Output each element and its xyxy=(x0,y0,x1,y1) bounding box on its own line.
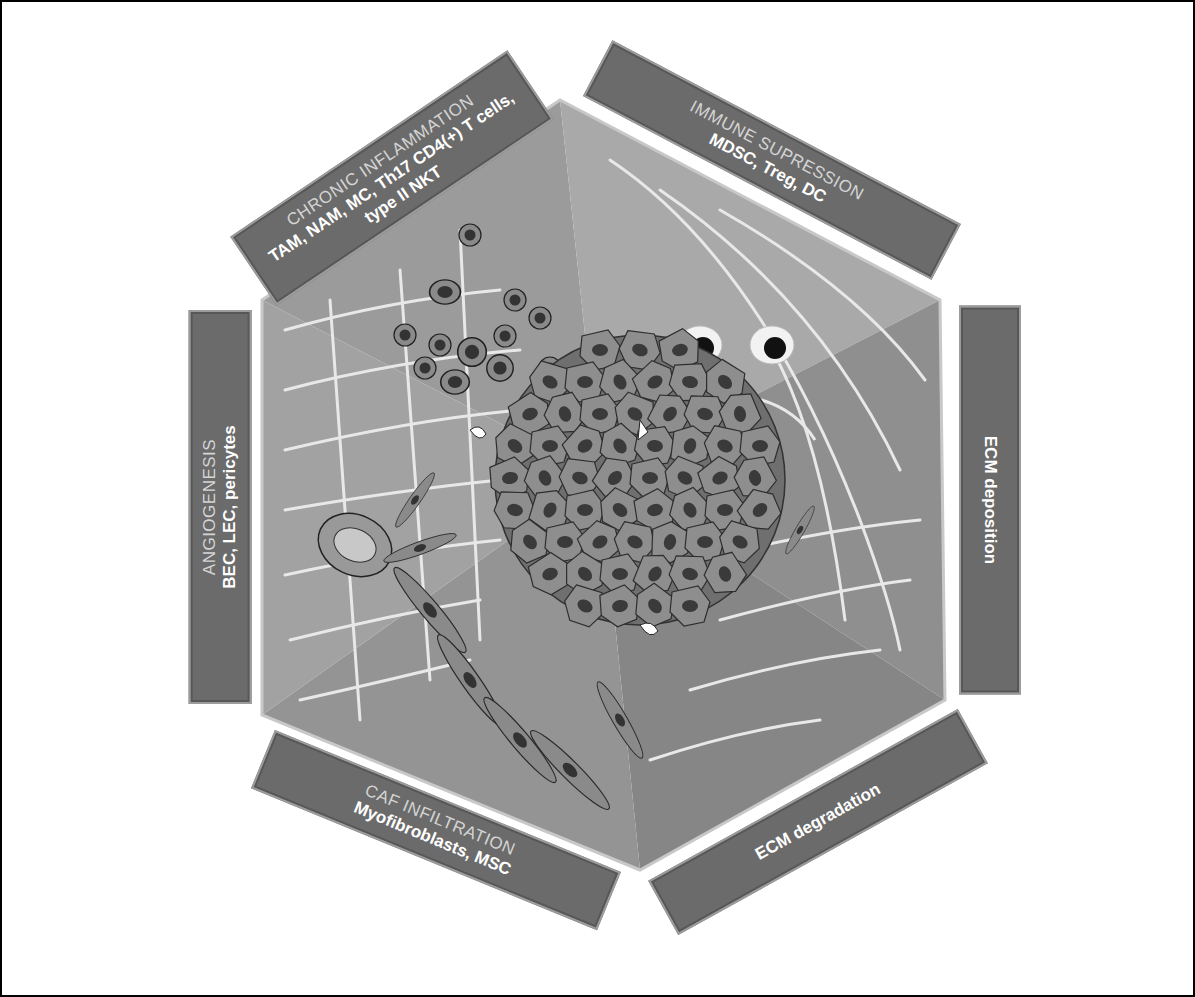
category-tab: ECM deposition xyxy=(959,306,1021,695)
tab-body: TAM, NAM, MC, Th17 CD4(+) T cells, type … xyxy=(259,84,536,289)
tab-heading: CHRONIC INFLAMMATION xyxy=(248,67,513,255)
category-tab: ECM degradation xyxy=(648,709,988,935)
tab-body: BEC, LEC, pericytes xyxy=(220,324,240,690)
tab-body: MDSC, Treg, DC xyxy=(601,75,934,264)
tab-heading: ANGIOGENESIS xyxy=(200,324,220,690)
category-tab: IMMUNE SUPRESSIONMDSC, Treg, DC xyxy=(583,40,961,279)
category-tab: ANGIOGENESISBEC, LEC, pericytes xyxy=(189,310,252,704)
category-tab: CHRONIC INFLAMMATIONTAM, NAM, MC, Th17 C… xyxy=(230,50,554,305)
tab-body: ECM deposition xyxy=(980,320,1000,681)
tab-heading: IMMUNE SUPRESSION xyxy=(610,57,943,246)
tab-body: ECM degradation xyxy=(670,734,965,910)
category-tab: CAF INFILTRATIONMyofibroblasts, MSC xyxy=(251,730,621,930)
tab-body: Myofibroblasts, MSC xyxy=(268,764,596,914)
tab-heading: CAF INFILTRATION xyxy=(276,745,604,895)
